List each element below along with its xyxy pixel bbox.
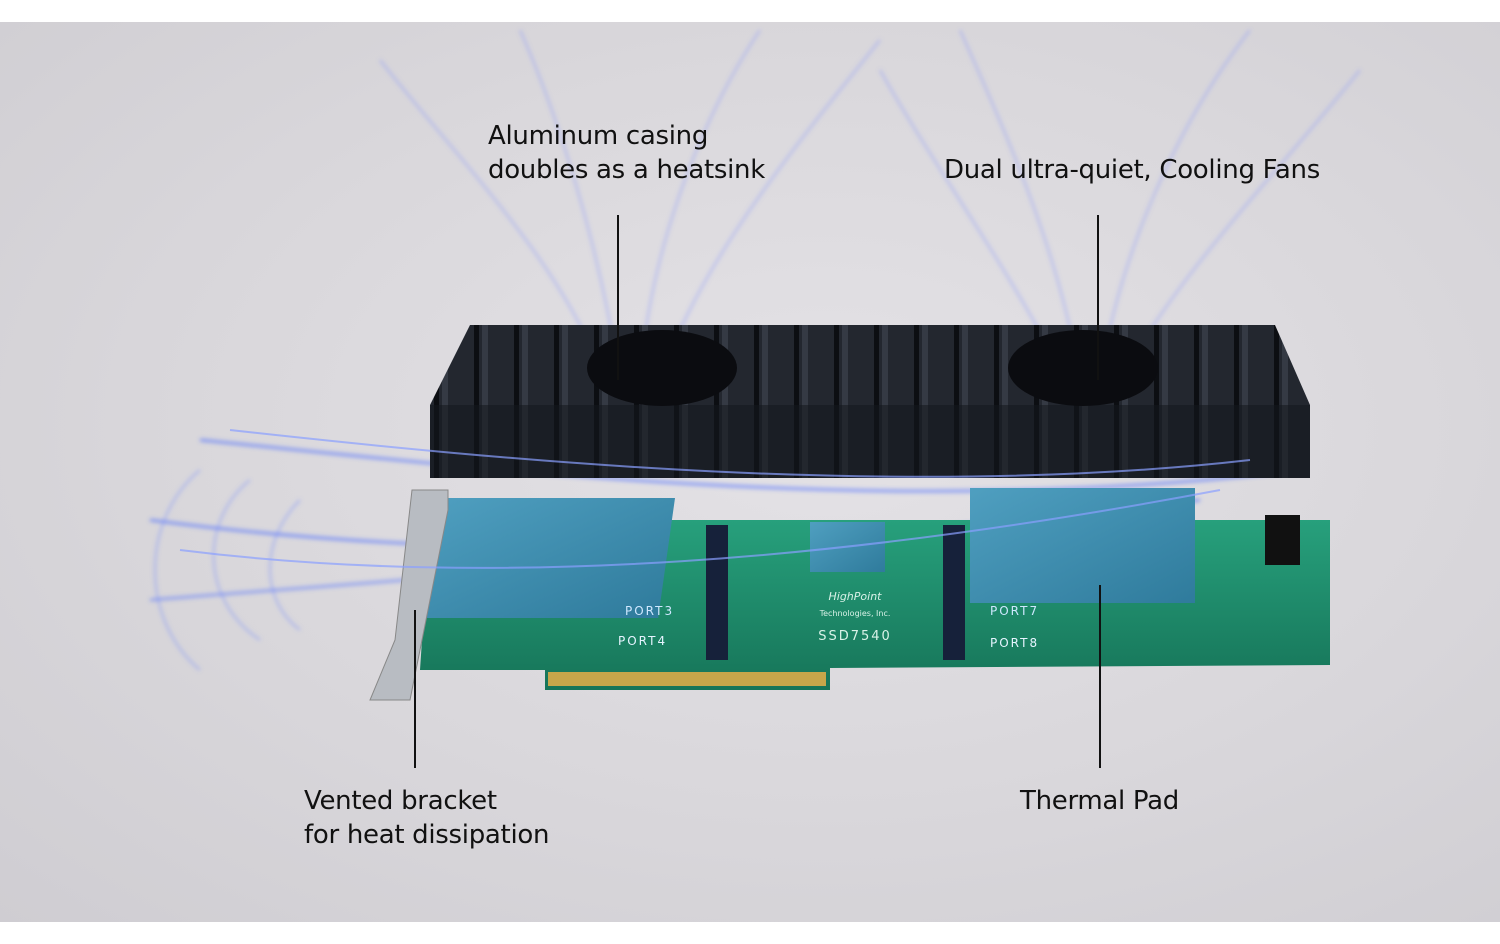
fan-left: [587, 330, 737, 406]
leader-line-bracket: [414, 610, 416, 768]
callout-bracket-line2: for heat dissipation: [304, 820, 550, 850]
callout-heatsink: Aluminum casing doubles as a heatsink: [488, 119, 765, 187]
pcie-connector: [548, 672, 826, 686]
board-company: Technologies, Inc.: [819, 609, 891, 618]
thermal-pad-left: [413, 498, 676, 618]
callout-thermal-pad-line1: Thermal Pad: [1020, 786, 1179, 816]
thermal-pad-right: [970, 488, 1195, 603]
port-label: PORT8: [990, 636, 1039, 650]
port-label: PORT7: [990, 604, 1039, 618]
callout-fans-line1: Dual ultra-quiet, Cooling Fans: [944, 155, 1320, 185]
board-model: SSD7540: [818, 629, 892, 644]
callout-bracket: Vented bracket for heat dissipation: [304, 784, 549, 852]
heatsink: [430, 325, 1310, 478]
vented-bracket: [369, 489, 449, 701]
port-label: PORT3: [625, 604, 674, 618]
leader-line-heatsink: [617, 215, 619, 380]
fan-right: [1008, 330, 1158, 406]
leader-line-fans: [1097, 215, 1099, 380]
pcb-board: HighPoint Technologies, Inc. SSD7540 POR…: [413, 488, 1330, 690]
airflow-lines-front: [179, 429, 1251, 569]
callout-thermal-pad: Thermal Pad: [1020, 784, 1179, 818]
callout-heatsink-line1: Aluminum casing: [488, 121, 709, 151]
callout-heatsink-line2: doubles as a heatsink: [488, 155, 765, 185]
board-brand: HighPoint: [829, 590, 883, 603]
port-label: PORT4: [618, 634, 667, 648]
leader-line-pad: [1099, 585, 1101, 768]
callout-bracket-line1: Vented bracket: [304, 786, 497, 816]
callout-fans: Dual ultra-quiet, Cooling Fans: [944, 153, 1320, 187]
